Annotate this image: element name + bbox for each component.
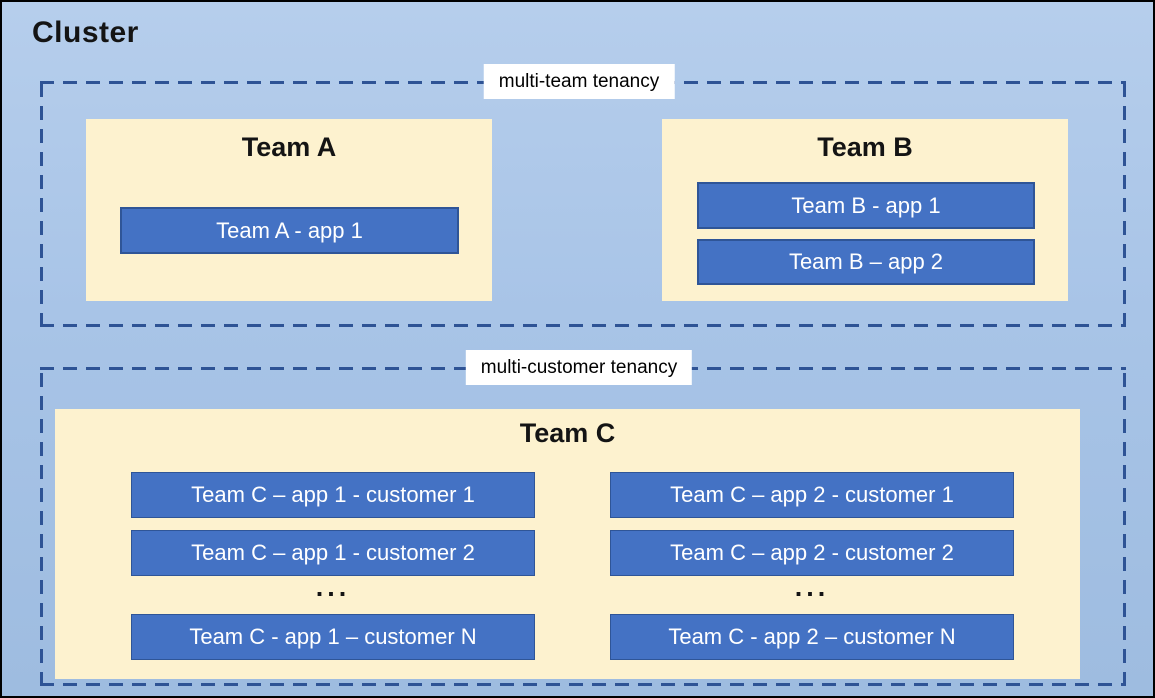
team-a-box: Team A Team A - app 1: [86, 119, 492, 301]
team-b-app-1-box: Team B - app 1: [697, 182, 1035, 229]
team-c-app2-ellipsis: ...: [794, 572, 830, 602]
cluster-title: Cluster: [32, 16, 139, 49]
team-b-title: Team B: [817, 132, 913, 162]
team-c-app2-customer1-box: Team C – app 2 - customer 1: [610, 472, 1014, 518]
team-c-box: Team C Team C – app 1 - customer 1 Team …: [55, 409, 1080, 679]
team-a-title: Team A: [241, 132, 337, 162]
team-b-app-2-box: Team B – app 2: [697, 239, 1035, 285]
team-c-app1-customer1-box: Team C – app 1 - customer 1: [131, 472, 535, 518]
multi-team-tenancy-label: multi-team tenancy: [483, 64, 675, 99]
team-c-app2-customerN-box: Team C - app 2 – customer N: [610, 614, 1014, 660]
team-c-app1-customerN-box: Team C - app 1 – customer N: [131, 614, 535, 660]
multi-customer-tenancy-label: multi-customer tenancy: [465, 350, 693, 385]
team-c-app2-customer2-box: Team C – app 2 - customer 2: [610, 530, 1014, 576]
team-c-app1-ellipsis: ...: [315, 572, 351, 602]
team-c-title: Team C: [519, 418, 616, 448]
team-a-app-1-box: Team A - app 1: [120, 207, 459, 254]
team-c-app1-customer2-box: Team C – app 1 - customer 2: [131, 530, 535, 576]
team-b-box: Team B Team B - app 1 Team B – app 2: [662, 119, 1068, 301]
